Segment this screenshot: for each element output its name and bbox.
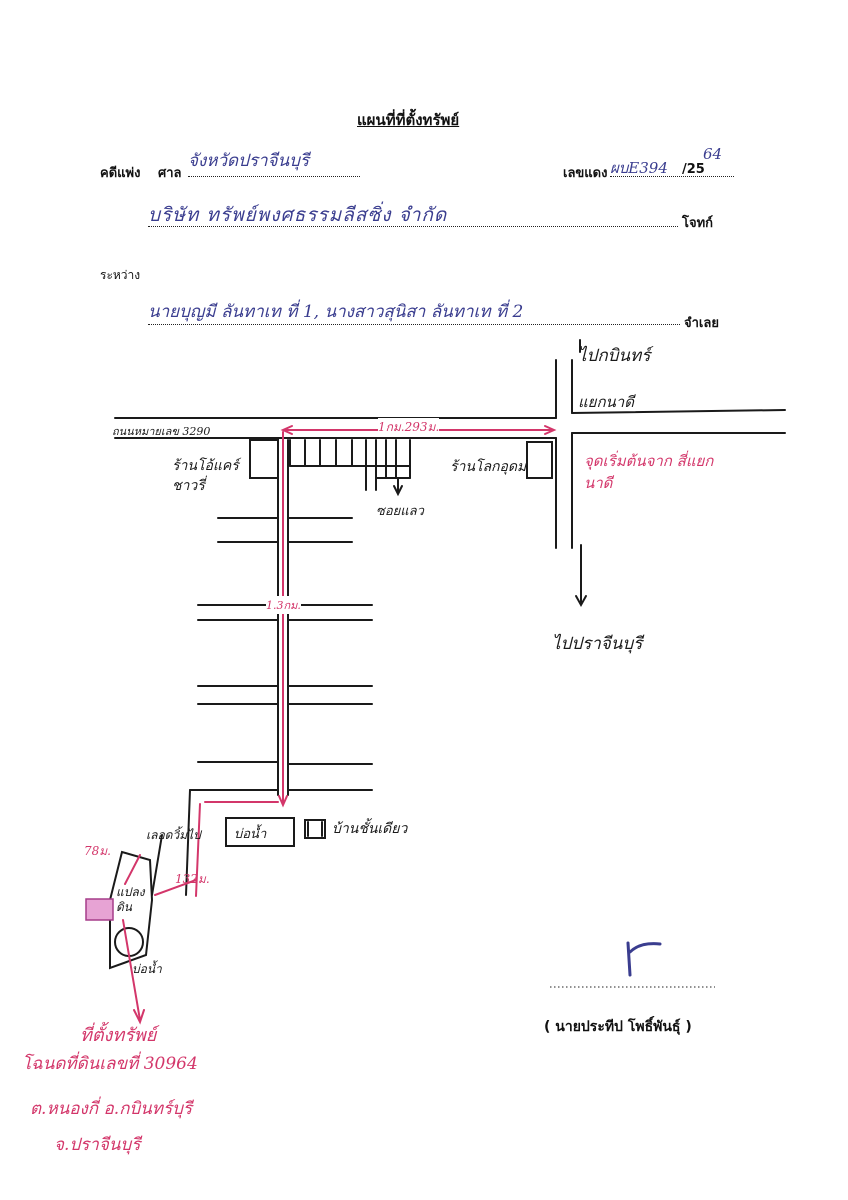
property-line-2: โฉนดที่ดินเลขที่ 30964 bbox=[22, 1054, 198, 1074]
start-point-label: จุดเริ่มต้นจาก สี่แยกนาดี bbox=[584, 452, 714, 492]
plaintiff-label: โจทก์ bbox=[682, 216, 714, 231]
property-marker bbox=[85, 898, 114, 921]
dead-end-label: เลอดวิ้มไป bbox=[146, 828, 201, 842]
red-number-label: เลขแดง bbox=[563, 166, 608, 181]
distance-main: 1กม.293ม. bbox=[378, 418, 440, 437]
arrowhead-bottom bbox=[575, 595, 587, 608]
between-label: ระหว่าง bbox=[100, 268, 141, 282]
property-line-4: จ.ปราจีนบุรี bbox=[54, 1135, 141, 1155]
shop-mid-box bbox=[526, 441, 553, 479]
property-line-1: ที่ตั้งทรัพย์ bbox=[80, 1025, 157, 1046]
land-plot bbox=[109, 850, 154, 970]
junction-label: แยกนาดี bbox=[578, 393, 634, 411]
route-left bbox=[124, 854, 141, 885]
shop-left-box bbox=[249, 439, 279, 479]
page-title: แผนที่ที่ตั้งทรัพย์ bbox=[357, 111, 460, 129]
shop-left-label: ร้านโอ้แคร์ ชาวรี่ bbox=[172, 458, 239, 494]
court-label: ศาล bbox=[158, 166, 182, 181]
distance-soi: 1.3กม. bbox=[266, 596, 301, 614]
small-pond-label: บ่อน้ำ bbox=[132, 962, 162, 976]
house-icon bbox=[304, 819, 326, 839]
property-line-3: ต.หนองกี่ อ.กบินทร์บุรี bbox=[30, 1099, 193, 1119]
defendant-value: นายบุญมี ลันทาเท ที่ 1, นางสาวสุนิสา ลัน… bbox=[148, 302, 524, 322]
land-label: แปลงดิน bbox=[116, 885, 145, 914]
pond-box bbox=[225, 817, 295, 847]
distance-left: 78ม. bbox=[84, 844, 111, 858]
road-label: ถนนหมายเลข 3290 bbox=[112, 425, 211, 438]
case-label: คดีแพ่ง bbox=[100, 166, 141, 181]
plaintiff-value: บริษัท ทรัพย์พงศธรรมลีสซิ่ง จำกัด bbox=[148, 204, 448, 226]
defendant-line bbox=[148, 324, 680, 325]
to-top-label: ไปกบินทร์ bbox=[578, 346, 651, 366]
house-label: บ้านชั้นเดียว bbox=[332, 821, 408, 837]
soi-bottom-label: ซอยแลว bbox=[376, 504, 424, 519]
red-number-value: ผบE394 bbox=[610, 159, 668, 177]
defendant-label: จำเลย bbox=[684, 316, 719, 331]
court-value: จังหวัดปราจีนบุรี bbox=[188, 151, 310, 171]
red-number-year: 64 bbox=[703, 145, 723, 163]
red-number-year-prefix: /25 bbox=[682, 162, 705, 177]
to-bottom-label: ไปปราจีนบุรี bbox=[552, 634, 643, 654]
distance-bottom: 132ม. bbox=[175, 872, 210, 886]
plaintiff-line bbox=[148, 226, 678, 227]
pointer-line bbox=[122, 919, 141, 1021]
road-right-top-edge bbox=[571, 409, 786, 414]
signature-stroke bbox=[626, 941, 662, 977]
pond-label: บ่อน้ำ bbox=[234, 827, 267, 842]
shop-mid-label: ร้านโลกอุดม bbox=[450, 459, 527, 475]
red-number-line bbox=[610, 176, 734, 177]
court-line bbox=[188, 176, 360, 177]
signer-name: ( นายประทีป โพธิ์พันธุ์ ) bbox=[544, 1019, 692, 1035]
